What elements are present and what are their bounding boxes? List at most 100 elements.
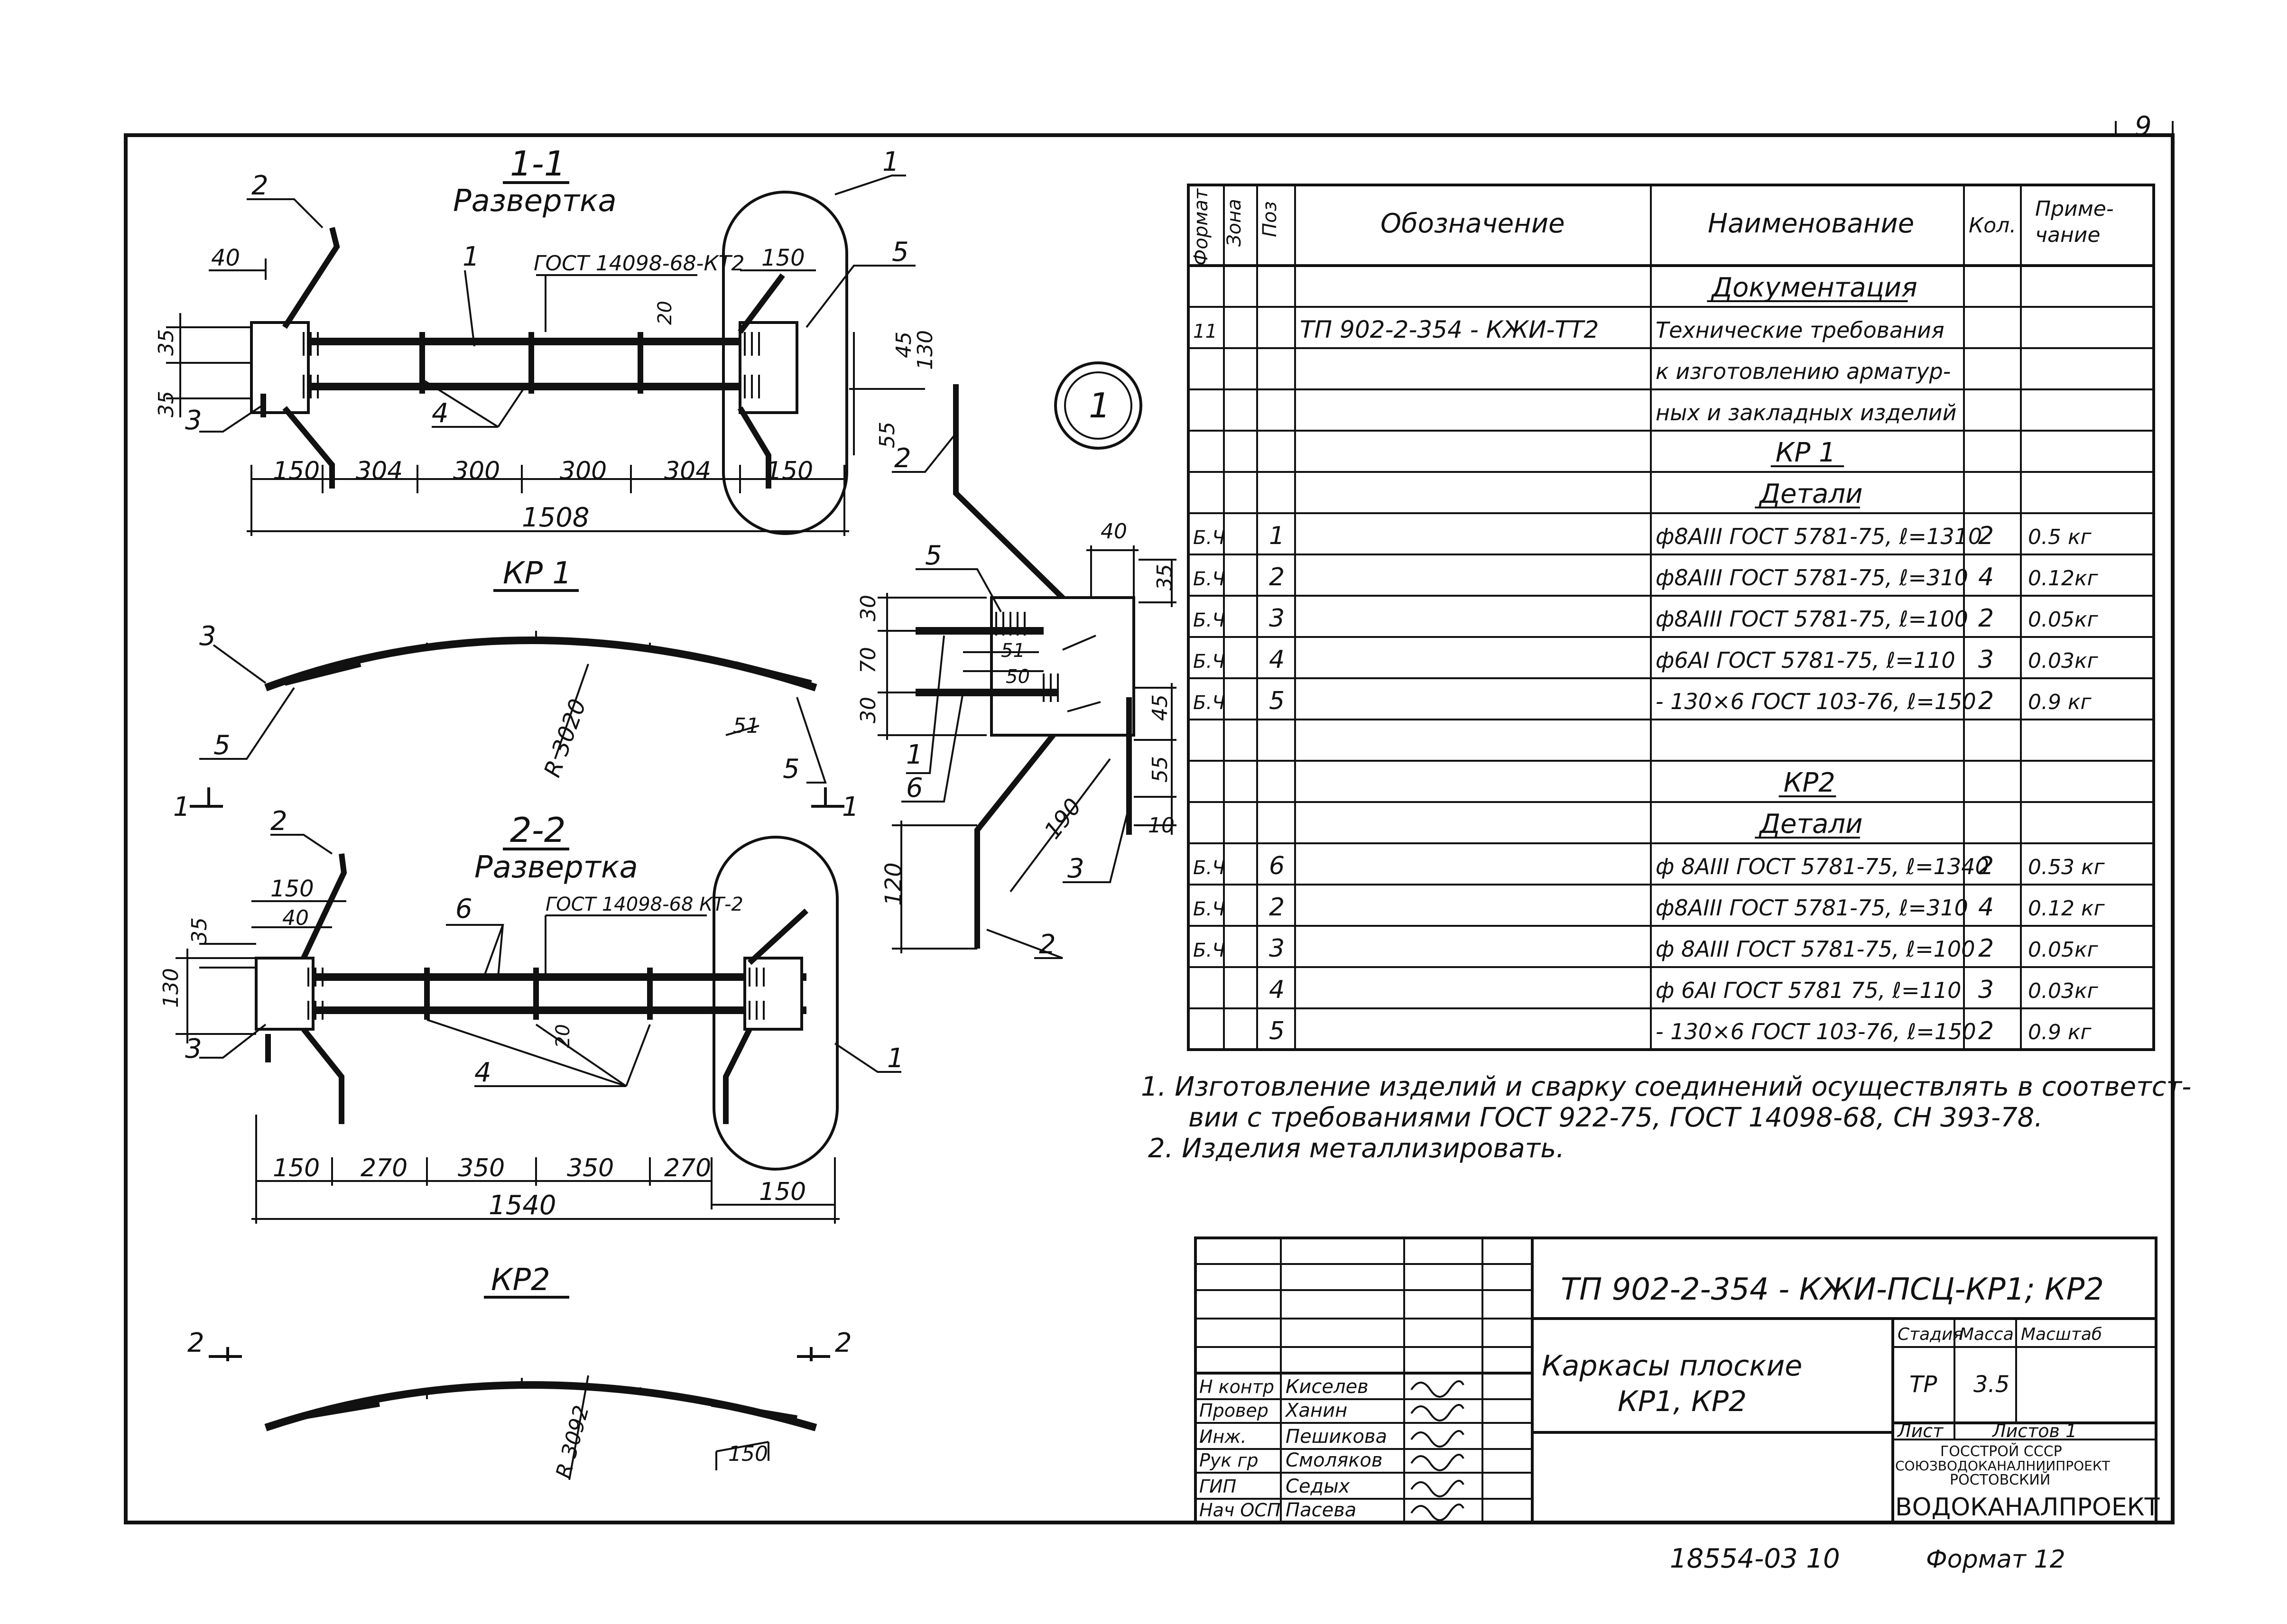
dim-35-c: 35 [187, 917, 212, 944]
spec-cell-pos: 3 [1269, 934, 1285, 963]
note-line-3: 2. Изделия металлизировать. [1148, 1133, 1565, 1164]
spec-cell-qty: 3 [1978, 646, 1994, 674]
stage-label: Стадия [1898, 1325, 1963, 1344]
detail-dim-35: 35 [1153, 564, 1177, 591]
dim-45: 45 [892, 332, 916, 358]
spec-cell-name: ф6АI ГОСТ 5781-75, ℓ=110 [1656, 647, 1955, 673]
dim-40: 40 [211, 245, 240, 271]
pos-1a: 1 [463, 241, 480, 272]
spec-cell-name: ф8АIII ГОСТ 5781-75, ℓ=100 [1656, 606, 1968, 632]
spec-cell-name: ф 8АIII ГОСТ 5781-75, ℓ=1340 [1656, 854, 1989, 879]
dim-40-b: 40 [282, 906, 309, 930]
spec-cell-format: Б.Ч [1193, 568, 1225, 590]
note-line-2: вии с требованиями ГОСТ 922-75, ГОСТ 140… [1188, 1102, 2043, 1133]
dim-270-b: 270 [664, 1154, 711, 1182]
signature-scribble [1410, 1480, 1464, 1497]
pos-5: 5 [892, 237, 909, 268]
cut-mark-2-left: 2 [187, 1328, 204, 1358]
dim-350-a: 350 [458, 1154, 505, 1182]
signature-role: Н контр [1199, 1376, 1274, 1397]
dim-total-1508: 1508 [522, 502, 590, 533]
pos-2-b: 2 [270, 806, 287, 837]
dim-35-b: 35 [154, 391, 178, 417]
detail-dim-55: 55 [1148, 756, 1172, 783]
spec-cell-format: Б.Ч [1193, 527, 1225, 549]
dim-304-b: 304 [664, 457, 711, 485]
dim-130: 130 [913, 330, 937, 370]
spec-cell-qty: 4 [1978, 893, 1994, 922]
spec-cell-pos: 2 [1269, 563, 1285, 591]
kr1-pos-3: 3 [199, 621, 216, 652]
spec-cell-pos: 4 [1269, 976, 1285, 1004]
spec-cell-name: Документация [1710, 272, 1917, 303]
section-2-2-view: 2-2 Развертка ГОСТ 14098-68 КТ-2 150 270… [159, 806, 904, 1224]
spec-cell-format: Б.Ч [1193, 940, 1225, 961]
dim-150-d: 150 [759, 1178, 806, 1206]
spec-cell-note: 0.12кг [2028, 566, 2099, 591]
dim-150-top: 150 [761, 245, 805, 271]
signature-scribble [1410, 1430, 1464, 1448]
org-line-4: ВОДОКАНАЛПРОЕКТ [1895, 1493, 2160, 1522]
signature-name: Смоляков [1286, 1449, 1382, 1471]
spec-cell-format: Б.Ч [1193, 857, 1225, 879]
signature-name: Пешикова [1286, 1426, 1387, 1448]
mass-label: Масса [1959, 1325, 2014, 1344]
stage-value: ТР [1909, 1371, 1937, 1398]
section-2-2-subtitle: Развертка [474, 850, 638, 885]
sheets-label: Листов 1 [1991, 1421, 2077, 1441]
org-line-1: ГОССТРОЙ СССР [1940, 1443, 2062, 1460]
detail-dim-30-a: 30 [856, 595, 880, 621]
spec-cell-note: 0.12 кг [2028, 896, 2105, 921]
title-name-line-2: КР1, КР2 [1618, 1385, 1747, 1418]
spec-header-pos: Поз [1259, 201, 1281, 237]
signature-role: Рук гр [1199, 1450, 1259, 1471]
kr1-pos-5b: 5 [783, 754, 800, 784]
spec-header-format: Формат [1190, 188, 1212, 266]
cut-mark-1-right: 1 [842, 792, 859, 822]
org-line-2: СОЮЗВОДОКАНАЛНИИПРОЕКТ [1895, 1458, 2111, 1474]
detail-dim-120: 120 [880, 862, 907, 906]
spec-cell-name: Детали [1758, 479, 1862, 509]
note-line-1: 1. Изготовление изделий и сварку соедине… [1141, 1071, 2191, 1102]
detail-dim-30-b: 30 [856, 697, 880, 723]
kr1-title: КР 1 [503, 556, 572, 591]
cut-mark-1-left: 1 [173, 792, 190, 822]
spec-cell-qty: 2 [1978, 934, 1994, 963]
dim-total-1540: 1540 [489, 1190, 556, 1221]
dim-130-b: 130 [159, 968, 183, 1008]
spec-cell-pos: 5 [1269, 1017, 1285, 1045]
kr2-title: КР2 [491, 1263, 550, 1298]
signature-scribble [1410, 1504, 1464, 1521]
spec-cell-qty: 4 [1978, 563, 1994, 591]
dim-300-a: 300 [453, 457, 500, 485]
page-number: 9 [2135, 111, 2152, 142]
pos-1-c: 1 [887, 1043, 904, 1074]
detail-stamp-number: 1 [1089, 386, 1111, 425]
detail-pos-2-a: 2 [894, 443, 911, 474]
signature-name: Киселев [1286, 1376, 1369, 1398]
spec-cell-format: Б.Ч [1193, 609, 1225, 631]
spec-cell-note: 0.9 кг [2028, 1020, 2092, 1044]
drawing-frame [124, 121, 2175, 1524]
general-notes: 1. Изготовление изделий и сварку соедине… [1141, 1071, 2191, 1164]
signature-name: Ханин [1285, 1400, 1347, 1421]
detail-dim-10: 10 [1148, 813, 1175, 838]
spec-cell-note: 0.9 кг [2028, 690, 2092, 714]
spec-cell-name: - 130×6 ГОСТ 103-76, ℓ=150 [1656, 689, 1976, 714]
kr1-pos-5a: 5 [213, 730, 231, 761]
dim-55: 55 [875, 422, 899, 448]
kr2-dim-150: 150 [728, 1442, 768, 1466]
detail-dim-40: 40 [1101, 519, 1127, 544]
section-1-1-view: 1-1 Развертка 150 304 300 300 304 150 15… [154, 144, 937, 536]
gost-label-kt2: ГОСТ 14098-68-КТ2 [534, 251, 745, 276]
title-code: ТП 902-2-354 - КЖИ-ПСЦ-КР1; КР2 [1561, 1272, 2104, 1307]
spec-header-qty: Кол. [1969, 213, 2016, 238]
spec-cell-pos: 2 [1269, 893, 1285, 922]
spec-cell-pos: 1 [1269, 522, 1285, 550]
sheet-label: Лист [1897, 1421, 1944, 1441]
spec-cell-pos: 3 [1269, 604, 1285, 633]
node-detail-view: 1 40 35 30 70 30 51 50 45 55 10 190 120 … [856, 361, 1177, 960]
dim-150-e: 150 [270, 876, 314, 902]
